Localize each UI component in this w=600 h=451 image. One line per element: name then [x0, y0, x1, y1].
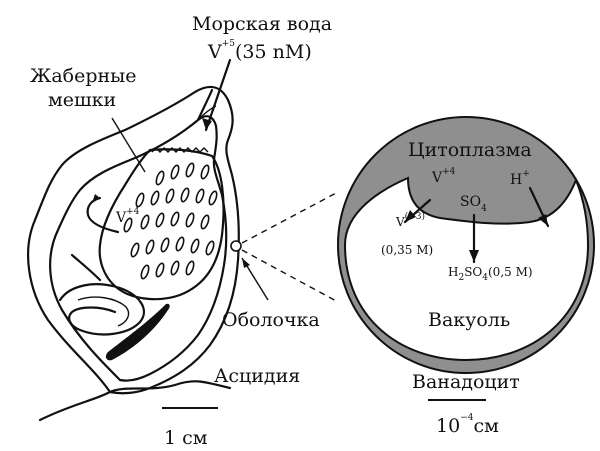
gut-loop-inner: [78, 297, 129, 326]
substrate-line: [40, 381, 230, 420]
tunic-pointer-head: [242, 258, 250, 268]
scale-right-label: 10−4см: [436, 413, 499, 437]
v4-inner-label: V+4: [115, 207, 140, 226]
gill-sacs-label-1: Жаберные: [30, 65, 137, 87]
tunic-label: Оболочка: [222, 309, 320, 331]
seawater-label: Морская вода: [192, 13, 332, 35]
tunic-outline: [28, 87, 239, 393]
ascidian-label: Асцидия: [214, 365, 300, 387]
vanadocyte-label: Ванадоцит: [412, 371, 520, 393]
gill-pointer: [112, 118, 145, 172]
gut-loop: [60, 284, 144, 334]
gill-sacs-label-2: мешки: [48, 89, 116, 111]
zoom-line-bottom: [242, 250, 338, 302]
zoom-line-top: [242, 192, 338, 243]
v5-label: V+5(35 nM): [207, 39, 312, 63]
scale-left-label: 1 см: [164, 427, 208, 449]
vanadocyte-marker: [231, 241, 241, 251]
vacuole-label: Вакуоль: [428, 309, 510, 331]
v3-conc-label: (0,35 M): [381, 243, 433, 257]
v4-inner-arrowhead: [92, 194, 100, 203]
gill-slits: [123, 162, 218, 279]
cytoplasm-label: Цитоплазма: [408, 139, 532, 161]
intestine: [72, 255, 100, 280]
